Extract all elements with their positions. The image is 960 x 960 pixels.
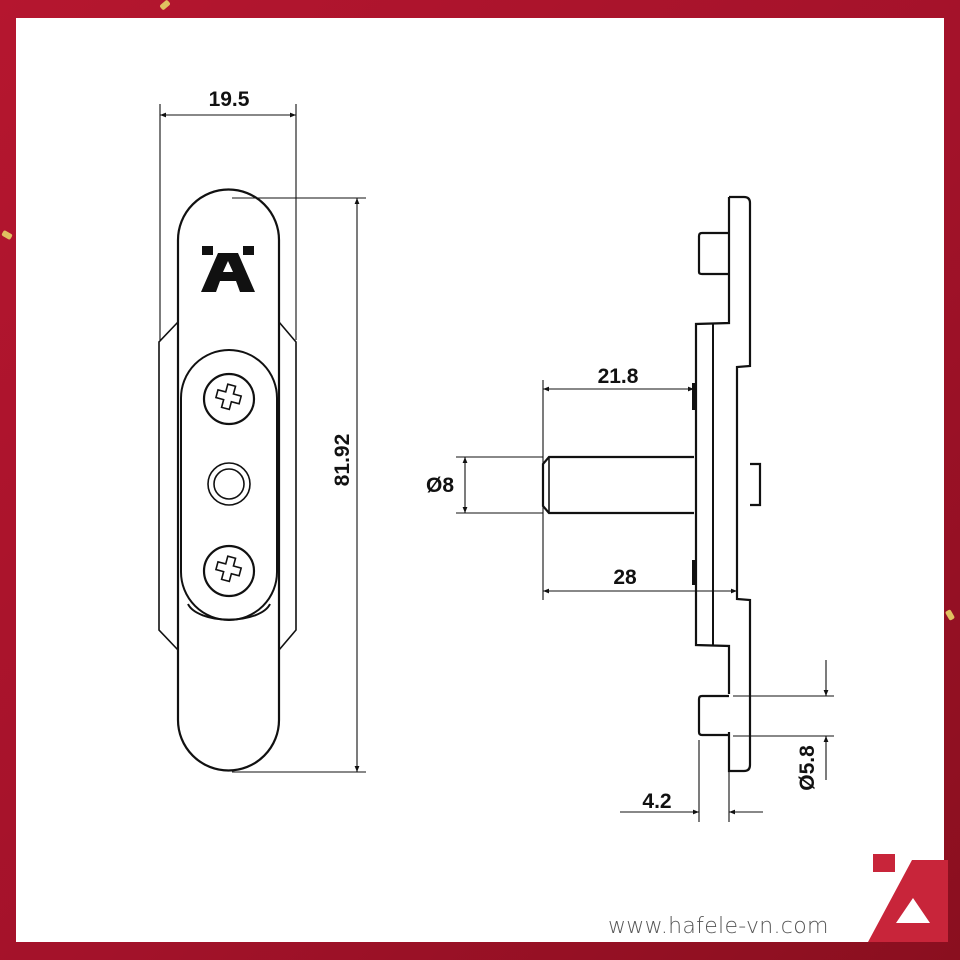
- lug-diameter-dimension: Ø5.8: [796, 745, 819, 791]
- pin-diameter-dimension: Ø8: [426, 474, 454, 497]
- website-url[interactable]: www.hafele-vn.com: [608, 914, 829, 939]
- overall-length-dimension: 28: [613, 566, 637, 589]
- height-dimension: 81.92: [331, 434, 354, 487]
- pin-length-dimension: 21.8: [598, 365, 639, 388]
- screw-top-icon: [202, 372, 256, 426]
- hafele-brand-logo-icon: [868, 854, 948, 942]
- lug-height-dimension: 4.2: [642, 790, 671, 813]
- side-view: [541, 195, 762, 773]
- screw-bottom-icon: [202, 544, 256, 598]
- front-view: [158, 188, 297, 772]
- hafele-logo-icon: [201, 246, 255, 292]
- width-dimension: 19.5: [209, 88, 250, 111]
- center-hole-icon: [207, 462, 251, 506]
- drawing-canvas: [16, 18, 944, 942]
